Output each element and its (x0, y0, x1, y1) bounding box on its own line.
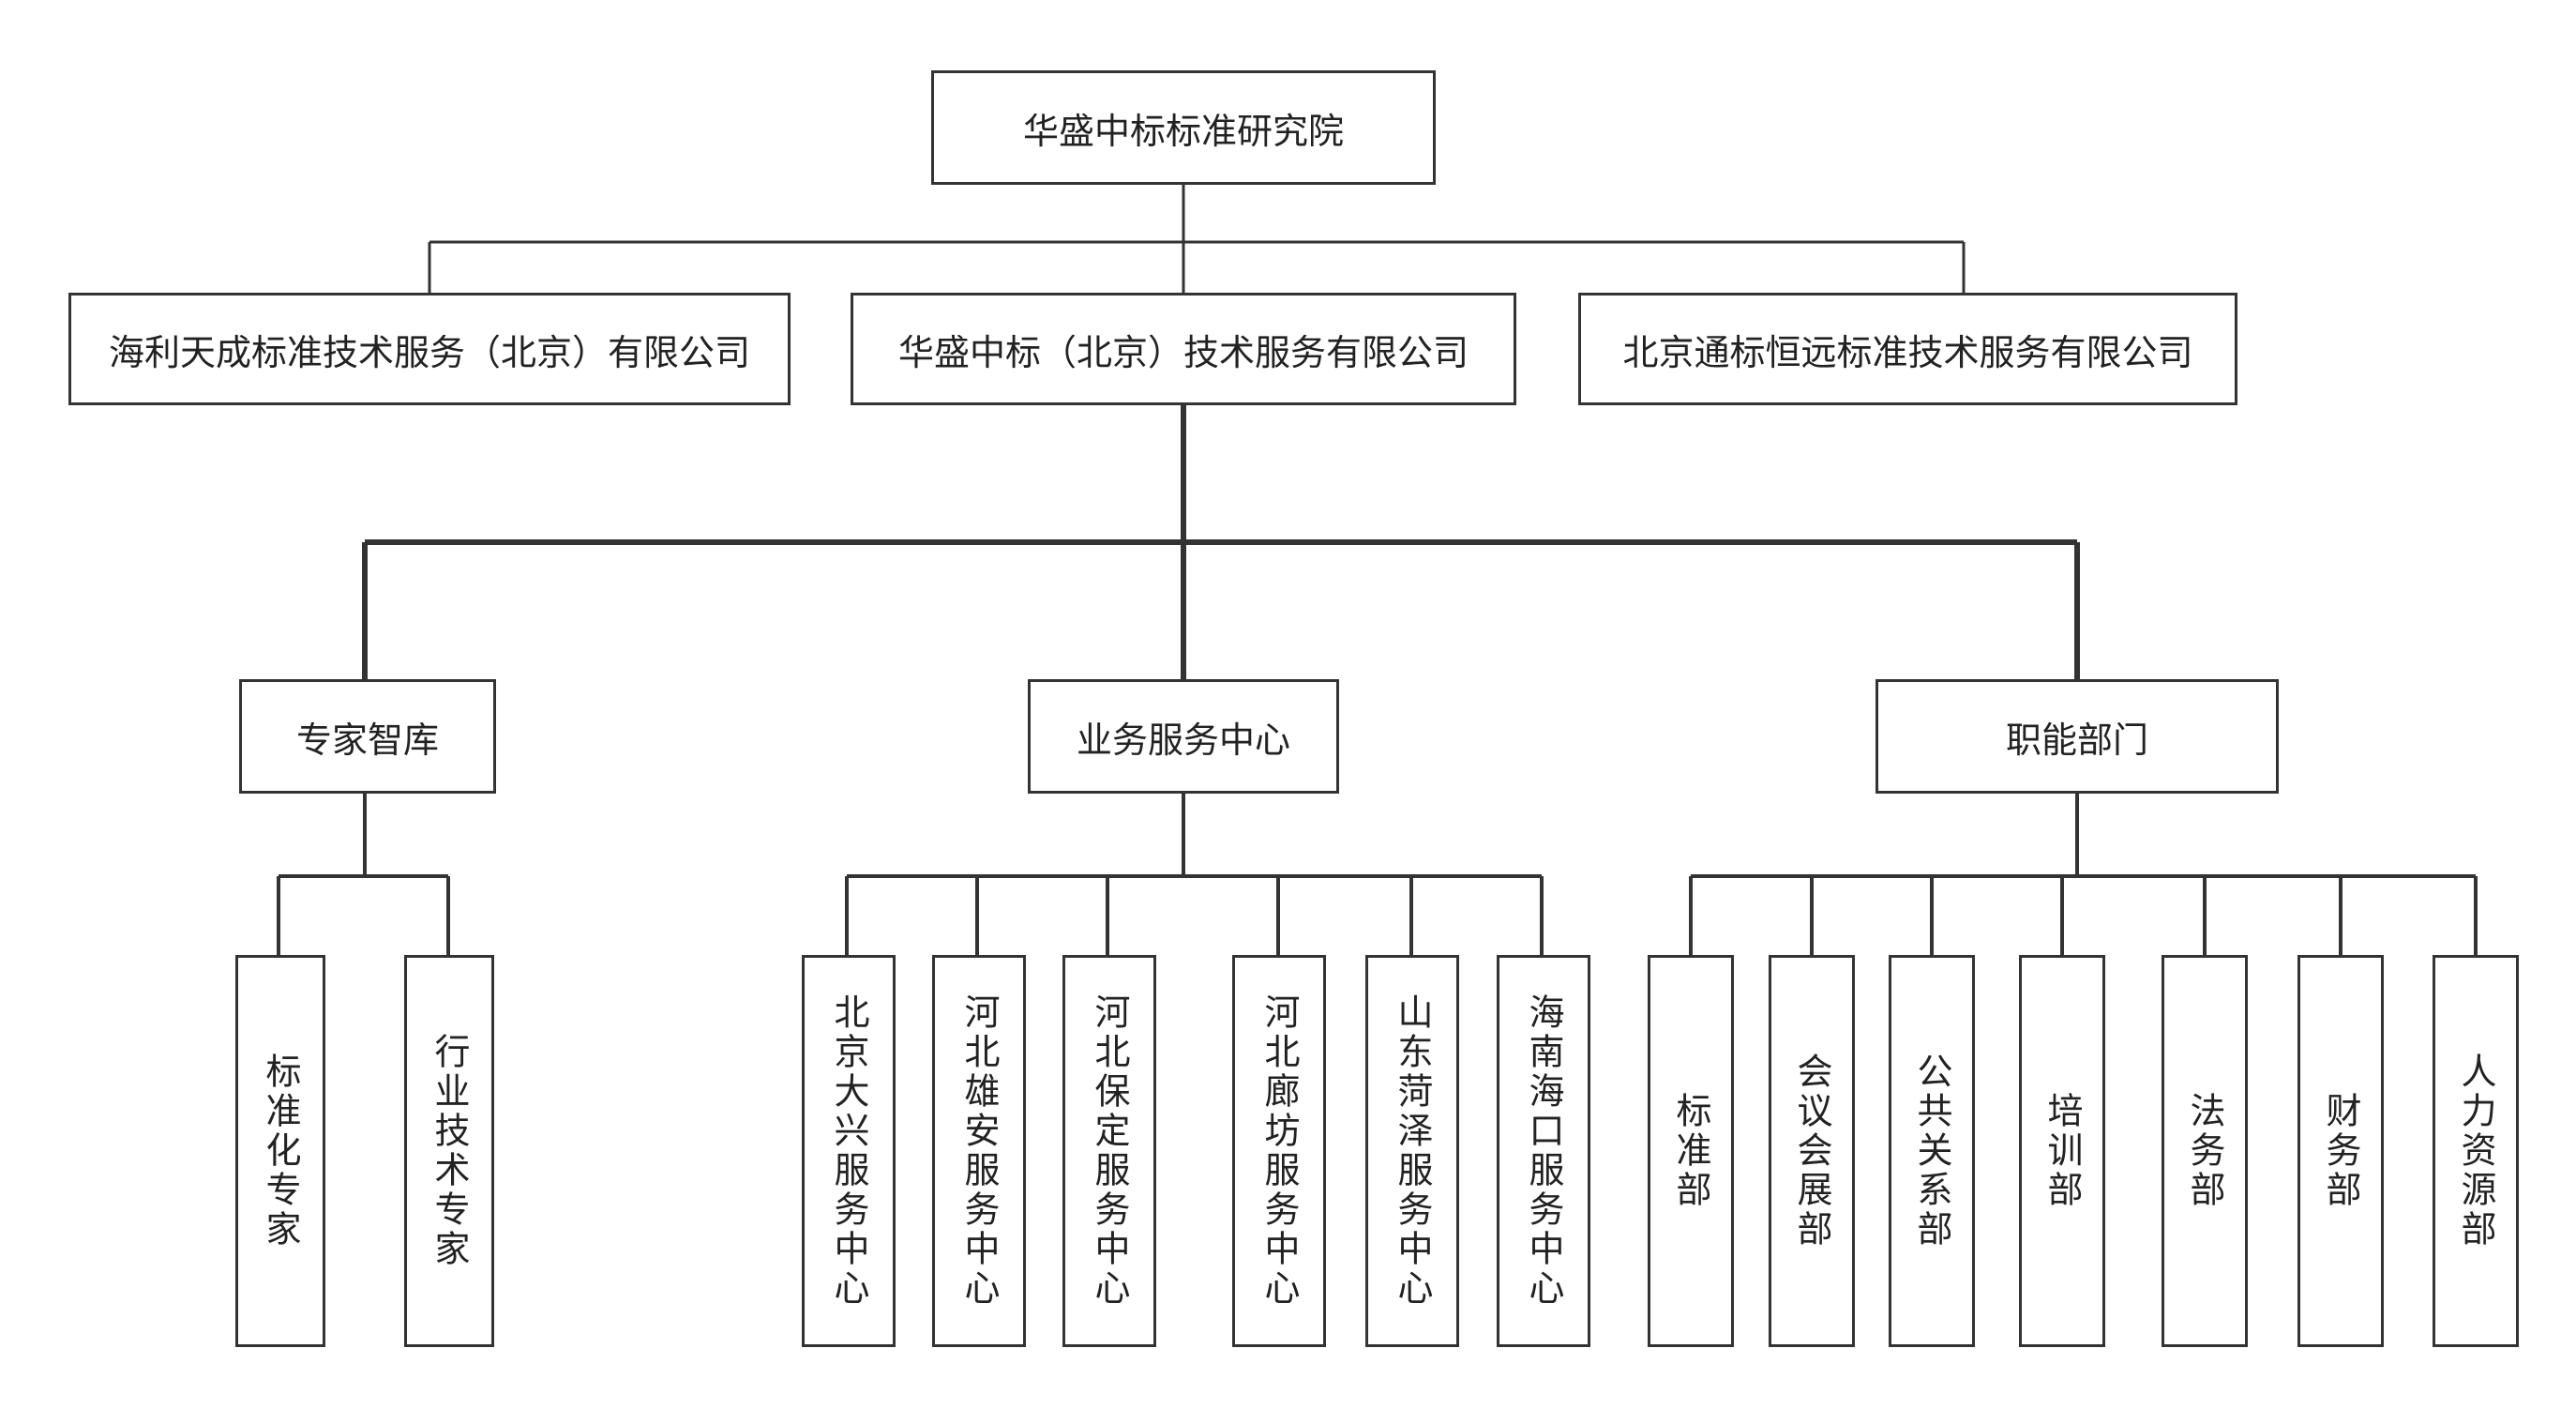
unit-node: 山东菏泽服务中心 (1365, 955, 1459, 1347)
unit-node-label: 北京大兴服务中心 (828, 993, 869, 1309)
division-node: 专家智库 (239, 679, 496, 794)
unit-node: 河北雄安服务中心 (932, 955, 1026, 1347)
unit-node: 公共关系部 (1889, 955, 1975, 1347)
unit-node-label: 河北雄安服务中心 (958, 993, 1000, 1309)
division-node-label: 业务服务中心 (1076, 719, 1290, 761)
company-node-label: 华盛中标（北京）技术服务有限公司 (897, 331, 1469, 373)
unit-node-label: 公共关系部 (1911, 1053, 1952, 1250)
division-node: 业务服务中心 (1028, 679, 1339, 794)
unit-node-label: 人力资源部 (2455, 1053, 2496, 1250)
unit-node-label: 标准部 (1670, 1092, 1711, 1210)
unit-node: 河北廊坊服务中心 (1232, 955, 1326, 1347)
unit-node: 法务部 (2162, 955, 2248, 1347)
division-node-label: 职能部门 (2005, 719, 2148, 761)
unit-node: 会议会展部 (1769, 955, 1855, 1347)
company-node: 北京通标恒远标准技术服务有限公司 (1578, 293, 2237, 405)
unit-node: 海南海口服务中心 (1497, 955, 1590, 1347)
company-node-label: 海利天成标准技术服务（北京）有限公司 (108, 331, 750, 373)
unit-node: 北京大兴服务中心 (802, 955, 896, 1347)
unit-node-label: 山东菏泽服务中心 (1392, 993, 1433, 1309)
unit-node: 财务部 (2297, 955, 2384, 1347)
unit-node-label: 法务部 (2184, 1092, 2225, 1210)
division-node: 职能部门 (1876, 679, 2279, 794)
unit-node-label: 财务部 (2320, 1092, 2361, 1210)
division-node-label: 专家智库 (295, 719, 439, 761)
unit-node-label: 培训部 (2041, 1092, 2083, 1210)
unit-node: 标准部 (1648, 955, 1734, 1347)
unit-node: 行业技术专家 (404, 955, 494, 1347)
unit-node-label: 海南海口服务中心 (1523, 993, 1564, 1309)
root-node-label: 华盛中标标准研究院 (1022, 110, 1344, 152)
company-node: 海利天成标准技术服务（北京）有限公司 (68, 293, 791, 405)
unit-node-label: 河北廊坊服务中心 (1258, 993, 1300, 1309)
unit-node-label: 行业技术专家 (429, 1033, 470, 1269)
unit-node-label: 标准化专家 (260, 1053, 301, 1250)
root-node: 华盛中标标准研究院 (931, 70, 1436, 185)
company-node-label: 北京通标恒远标准技术服务有限公司 (1622, 331, 2193, 373)
unit-node: 标准化专家 (235, 955, 325, 1347)
unit-node: 人力资源部 (2433, 955, 2519, 1347)
unit-node-label: 会议会展部 (1791, 1053, 1832, 1250)
unit-node: 河北保定服务中心 (1062, 955, 1156, 1347)
company-node: 华盛中标（北京）技术服务有限公司 (851, 293, 1516, 405)
unit-node-label: 河北保定服务中心 (1089, 993, 1130, 1309)
unit-node: 培训部 (2019, 955, 2105, 1347)
